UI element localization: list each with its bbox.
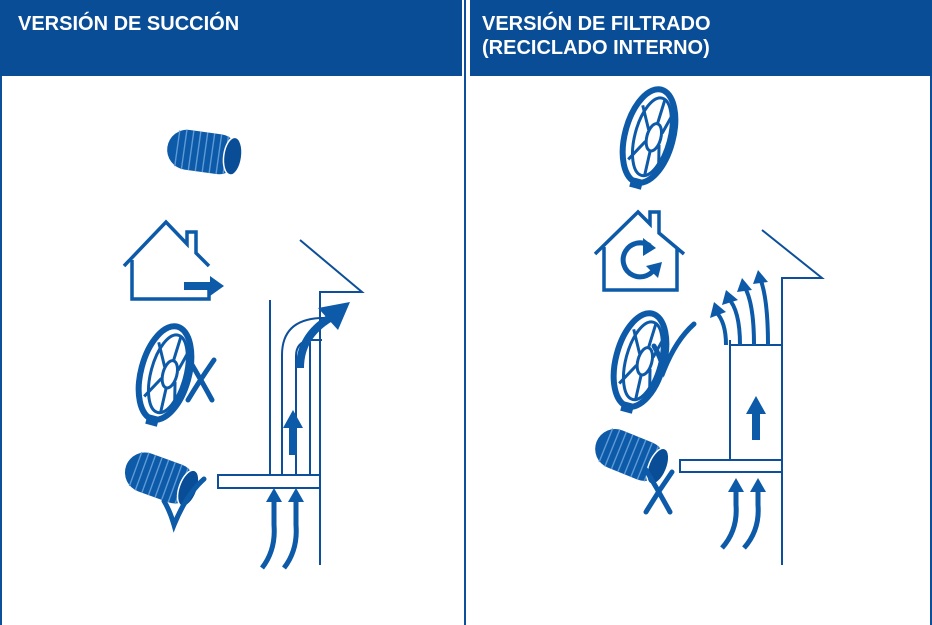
house-recirculation-icon bbox=[593, 209, 686, 292]
filter-version-header: VERSIÓN DE FILTRADO (RECICLADO INTERNO) bbox=[470, 0, 932, 76]
filter-version-title-line-2: (RECICLADO INTERNO) bbox=[482, 37, 710, 59]
cross-mark-icon bbox=[188, 358, 214, 400]
wall-duct-airflow-icon bbox=[217, 239, 365, 570]
carbon-filter-icon bbox=[128, 320, 201, 431]
duct-hose-icon bbox=[163, 126, 246, 178]
suction-version-header: VERSIÓN DE SUCCIÓN bbox=[0, 0, 462, 76]
suction-version-title: VERSIÓN DE SUCCIÓN bbox=[18, 13, 240, 35]
hood-recirculation-airflow-icon bbox=[679, 229, 825, 565]
duct-hose-icon bbox=[588, 422, 675, 489]
suction-version-column bbox=[0, 0, 466, 625]
filter-version-title-line-1: VERSIÓN DE FILTRADO bbox=[482, 13, 711, 35]
filter-version-column bbox=[466, 0, 932, 625]
carbon-filter-icon bbox=[612, 83, 685, 194]
house-exhaust-icon bbox=[122, 219, 224, 301]
duct-hose-icon bbox=[118, 446, 205, 511]
